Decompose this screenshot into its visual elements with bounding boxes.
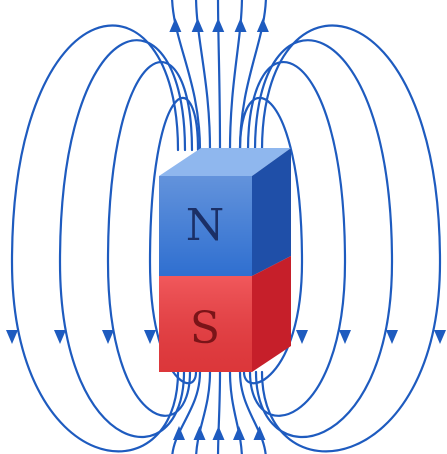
magnet-top-face (159, 148, 291, 176)
field-line (58, 39, 187, 439)
field-line (148, 96, 200, 385)
field-arrows (6, 18, 446, 440)
north-pole-label: N (186, 200, 225, 251)
field-line (106, 60, 194, 417)
arrowhead-icon (253, 426, 266, 440)
arrowhead-icon (173, 426, 185, 440)
north-pole-highlight (159, 176, 252, 276)
field-line (228, 370, 243, 454)
field-line (238, 96, 304, 385)
arrowhead-icon (212, 18, 225, 32)
field-line (216, 370, 222, 454)
arrowhead-icon (256, 18, 269, 32)
arrowhead-icon (296, 330, 308, 344)
bar-magnet: N S (159, 148, 291, 372)
arrowhead-icon (234, 18, 247, 32)
arrowhead-icon (193, 426, 206, 440)
field-lines (10, 0, 442, 454)
field-line (195, 0, 212, 152)
field-line (246, 60, 347, 417)
arrowhead-icon (212, 426, 225, 440)
field-line (195, 370, 212, 454)
field-line (238, 370, 267, 454)
south-pole-label: S (190, 303, 220, 354)
arrowhead-icon (339, 330, 351, 344)
arrowhead-icon (6, 330, 18, 344)
arrowhead-icon (191, 18, 204, 32)
field-line (228, 0, 244, 152)
arrowhead-icon (169, 18, 182, 32)
arrowhead-icon (102, 330, 114, 344)
field-line (238, 0, 267, 152)
south-pole-side (252, 256, 291, 372)
field-line (171, 370, 202, 454)
north-pole-side (252, 148, 291, 276)
arrowhead-icon (233, 426, 245, 440)
arrowhead-icon (54, 330, 66, 344)
field-line (10, 24, 180, 453)
arrowhead-icon (434, 330, 446, 344)
field-line (216, 0, 222, 152)
south-pole-highlight (159, 276, 252, 372)
arrowhead-icon (386, 330, 398, 344)
field-line (171, 0, 202, 152)
arrowhead-icon (144, 330, 156, 344)
field-line (253, 39, 394, 438)
field-line (260, 24, 442, 453)
